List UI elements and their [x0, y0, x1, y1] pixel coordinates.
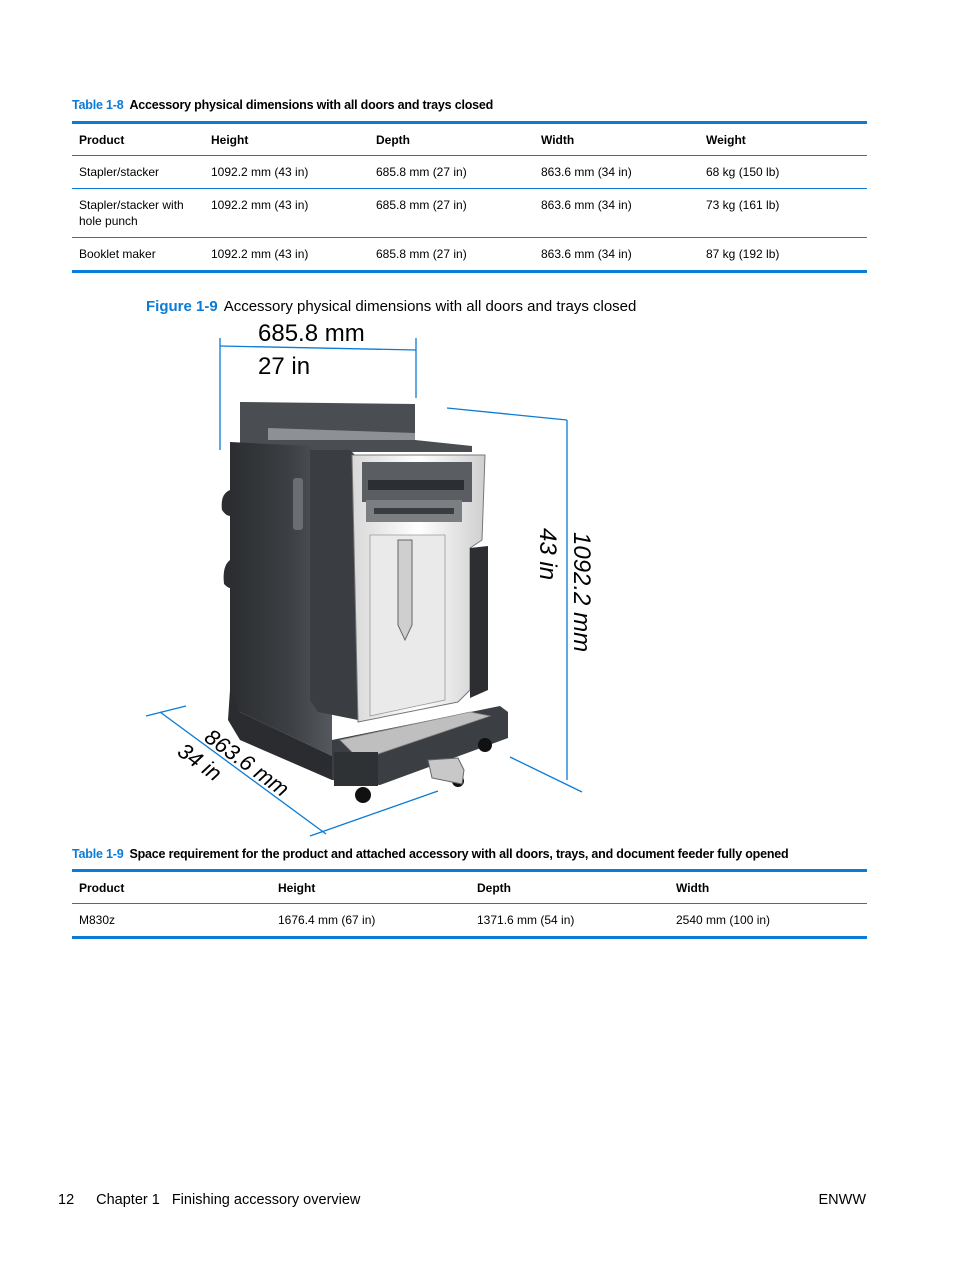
table-cell: M830z	[72, 903, 271, 939]
depth-in-label: 27 in	[258, 353, 310, 380]
column-header: Height	[204, 121, 369, 156]
table-cell: 1092.2 mm (43 in)	[204, 188, 369, 238]
table-cell: 863.6 mm (34 in)	[534, 188, 699, 238]
chapter-label: Chapter 1	[96, 1192, 160, 1208]
page-footer-left: 12 Chapter 1 Finishing accessory overview	[58, 1192, 360, 1208]
page-footer-right: ENWW	[818, 1192, 866, 1208]
table-number: Table 1-8	[72, 98, 124, 112]
table-row: Stapler/stacker 1092.2 mm (43 in) 685.8 …	[72, 155, 867, 189]
table-cell: 87 kg (192 lb)	[699, 237, 867, 273]
table-cell: Stapler/stacker with hole punch	[72, 188, 204, 238]
table-cell: 1092.2 mm (43 in)	[204, 155, 369, 189]
table-cell: 68 kg (150 lb)	[699, 155, 867, 189]
table-row: Stapler/stacker with hole punch 1092.2 m…	[72, 188, 867, 238]
table-title: Space requirement for the product and at…	[129, 847, 789, 861]
height-dimension: 1092.2 mm 43 in	[446, 407, 595, 793]
column-header: Width	[669, 869, 867, 904]
table-cell: 685.8 mm (27 in)	[369, 188, 534, 238]
column-header: Depth	[470, 869, 669, 904]
table-row: Booklet maker 1092.2 mm (43 in) 685.8 mm…	[72, 237, 867, 273]
table-cell: 685.8 mm (27 in)	[369, 155, 534, 189]
table-header-row: Product Height Depth Width	[72, 869, 867, 904]
column-header: Height	[271, 869, 470, 904]
table-1-8-caption: Table 1-8 Accessory physical dimensions w…	[72, 98, 493, 112]
figure-title: Accessory physical dimensions with all d…	[223, 298, 637, 315]
height-mm-label: 1092.2 mm	[568, 532, 595, 652]
height-in-label: 43 in	[534, 528, 561, 580]
table-cell: 1092.2 mm (43 in)	[204, 237, 369, 273]
section-title: Finishing accessory overview	[171, 1192, 361, 1208]
table-cell: Stapler/stacker	[72, 155, 204, 189]
table-1-8: Product Height Depth Width Weight Staple…	[72, 121, 867, 273]
column-header: Product	[72, 869, 271, 904]
figure-1-9-caption: Figure 1-9 Accessory physical dimensions …	[146, 298, 636, 315]
column-header: Product	[72, 121, 204, 156]
table-cell: 1371.6 mm (54 in)	[470, 903, 669, 939]
table-1-9: Product Height Depth Width M830z 1676.4 …	[72, 869, 867, 939]
table-1-9-caption: Table 1-9 Space requirement for the produ…	[72, 847, 789, 861]
finisher-dimensions-figure: 685.8 mm 27 in 1092.2 mm 43 in 863.6 mm …	[145, 320, 595, 837]
table-header-row: Product Height Depth Width Weight	[72, 121, 867, 156]
finisher-illustration	[221, 402, 508, 803]
table-number: Table 1-9	[72, 847, 124, 861]
table-cell: 863.6 mm (34 in)	[534, 155, 699, 189]
column-header: Depth	[369, 121, 534, 156]
table-cell: Booklet maker	[72, 237, 204, 273]
table-cell: 73 kg (161 lb)	[699, 188, 867, 238]
figure-number: Figure 1-9	[146, 298, 218, 315]
page-number: 12	[58, 1192, 75, 1208]
depth-mm-label: 685.8 mm	[258, 320, 365, 347]
table-cell: 2540 mm (100 in)	[669, 903, 867, 939]
table-row: M830z 1676.4 mm (67 in) 1371.6 mm (54 in…	[72, 903, 867, 939]
table-cell: 1676.4 mm (67 in)	[271, 903, 470, 939]
column-header: Width	[534, 121, 699, 156]
table-title: Accessory physical dimensions with all d…	[129, 98, 494, 112]
column-header: Weight	[699, 121, 867, 156]
table-cell: 863.6 mm (34 in)	[534, 237, 699, 273]
depth-dimension: 685.8 mm 27 in	[219, 320, 417, 450]
table-cell: 685.8 mm (27 in)	[369, 237, 534, 273]
